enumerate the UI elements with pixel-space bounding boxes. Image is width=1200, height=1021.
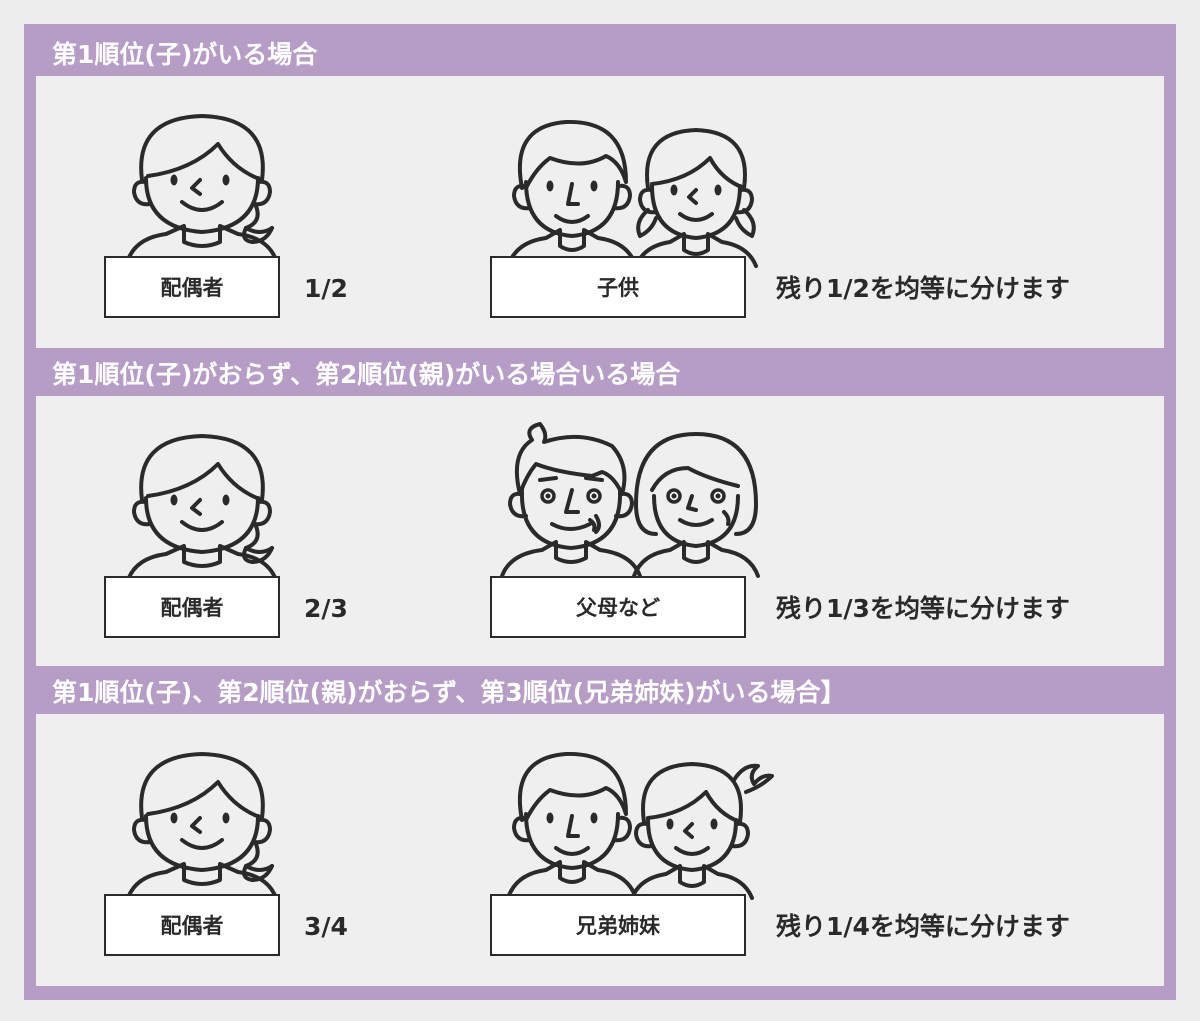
mother-icon — [632, 432, 760, 578]
section-3-panel: 配偶者 3/4 兄弟姉妹 残り1/4を均等に分けます — [36, 714, 1164, 986]
spouse-share: 3/4 — [304, 912, 348, 941]
heir-label: 子供 — [490, 256, 746, 318]
spouse-label: 配偶者 — [104, 576, 280, 638]
woman-icon — [126, 752, 278, 900]
brother-icon — [506, 751, 638, 900]
spouse-share: 2/3 — [304, 594, 348, 623]
heir-label: 兄弟姉妹 — [490, 894, 746, 956]
section-2-title: 第1順位(子)がおらず、第2順位(親)がいる場合いる場合 — [52, 360, 681, 389]
heir-share-note: 残り1/4を均等に分けます — [776, 912, 1070, 941]
inheritance-diagram: 第1順位(子)がいる場合 — [24, 24, 1176, 1000]
section-1-panel: 配偶者 1/2 子供 残り1/2を均等に分けます — [36, 76, 1164, 348]
section-3-title: 第1順位(子)、第2順位(親)がおらず、第3順位(兄弟姉妹)がいる場合】 — [52, 678, 846, 707]
girl-icon — [634, 128, 758, 268]
sister-icon — [630, 762, 774, 900]
woman-icon — [126, 434, 278, 582]
spouse-label: 配偶者 — [104, 256, 280, 318]
heir-share-note: 残り1/2を均等に分けます — [776, 274, 1070, 303]
spouse-share: 1/2 — [304, 274, 348, 303]
section-1-title: 第1順位(子)がいる場合 — [52, 40, 318, 69]
heir-label: 父母など — [490, 576, 746, 638]
heir-share-note: 残り1/3を均等に分けます — [776, 594, 1070, 623]
spouse-label: 配偶者 — [104, 894, 280, 956]
section-2-panel: 配偶者 2/3 父母など 残り1/3を均等に分けます — [36, 396, 1164, 666]
woman-icon — [126, 114, 278, 262]
boy-icon — [506, 119, 638, 268]
father-icon — [500, 422, 642, 578]
